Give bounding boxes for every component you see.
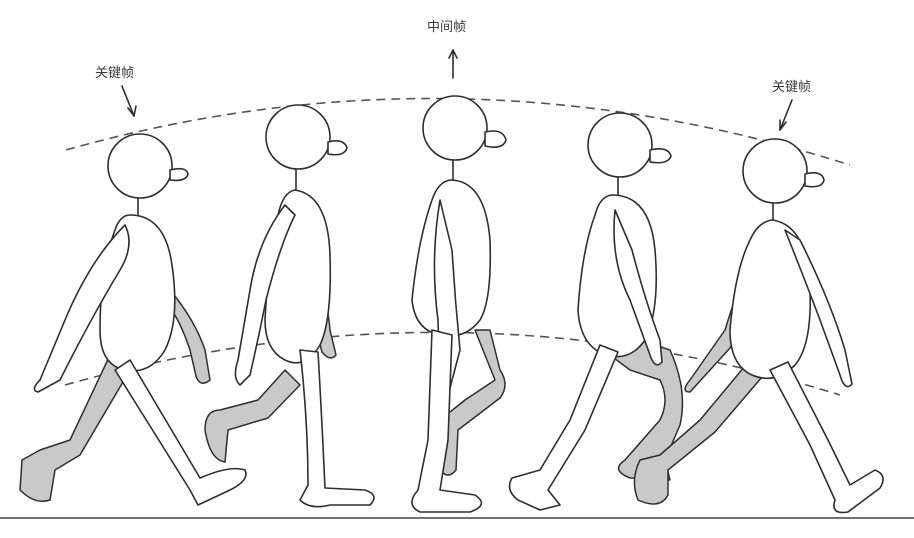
figure-5 <box>633 138 884 514</box>
figure-1 <box>19 133 247 506</box>
keyframe-left-arrow <box>121 85 137 117</box>
keyframe-left-label: 关键帧 <box>95 66 135 81</box>
keyframe-right-arrow <box>779 99 793 131</box>
middle-frame-arrow <box>448 49 458 79</box>
figure-4 <box>508 112 684 511</box>
keyframe-right-label: 关键帧 <box>772 80 812 95</box>
middle-frame-label: 中间帧 <box>427 20 467 35</box>
figure-3 <box>411 95 507 513</box>
figure-2 <box>204 104 375 508</box>
